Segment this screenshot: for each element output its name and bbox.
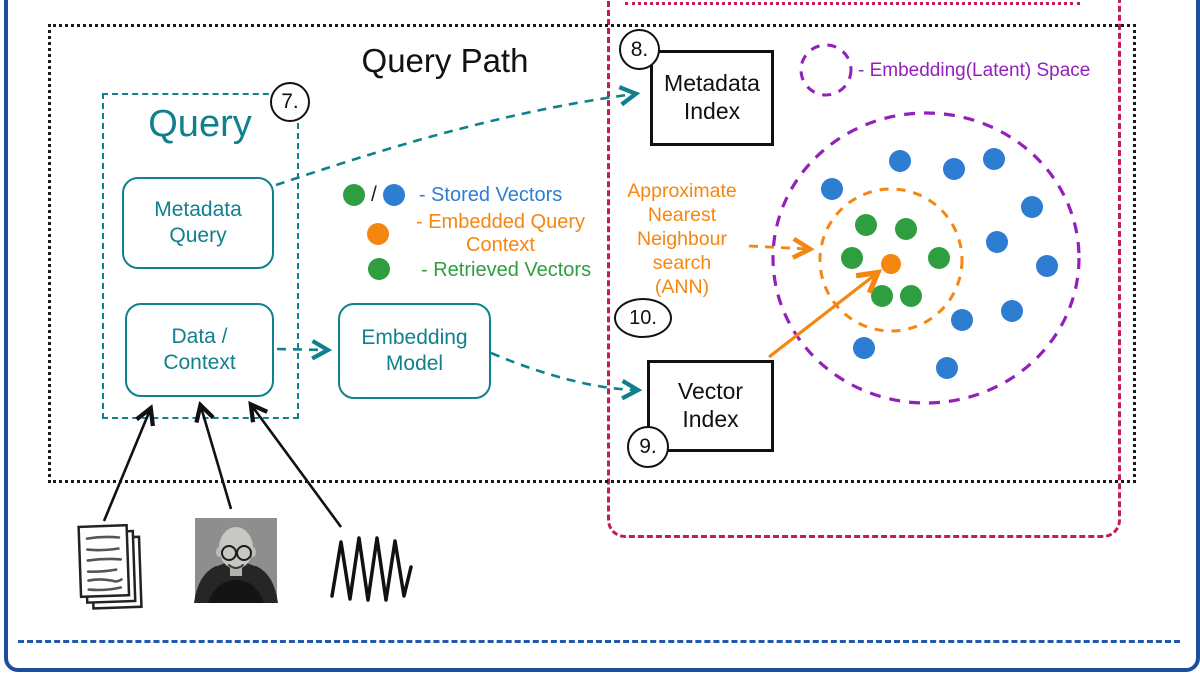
legend-retrieved-vectors-label: - Retrieved Vectors — [421, 259, 592, 281]
legend-separator: / — [371, 183, 377, 206]
legend-stored-vectors-row: / - Stored Vectors — [343, 183, 562, 207]
embedding-space-legend-label: - Embedding(Latent) Space — [858, 60, 1091, 81]
outer-blue-frame — [4, 0, 1200, 672]
metadata-index-box: Metadata Index — [650, 50, 774, 146]
blue-dot-icon — [382, 184, 405, 206]
ann-line: search — [652, 252, 712, 274]
ann-line: Neighbour — [637, 228, 727, 250]
data-context-box: Data / Context — [125, 303, 274, 397]
step-9-badge: 9. — [627, 426, 669, 468]
vector-index-label-line2: Index — [682, 406, 739, 432]
metadata-index-label-line1: Metadata — [664, 70, 760, 97]
vector-index-label-line1: Vector — [677, 378, 744, 405]
legend-embedded-query-label: - Embedded Query Context — [413, 211, 588, 257]
data-context-label-line2: Context — [163, 351, 236, 374]
legend-stored-vectors-label: - Stored Vectors — [418, 183, 563, 206]
orange-dot-icon — [367, 223, 389, 245]
query-path-title: Query Path — [361, 42, 529, 79]
vector-index-box: Vector Index — [647, 360, 774, 452]
ann-line: (ANN) — [654, 276, 710, 298]
bottom-divider-line — [18, 640, 1180, 643]
embedding-model-label-line2: Model — [385, 352, 444, 375]
ann-line: Approximate — [627, 180, 737, 202]
legend-embedded-query-line2: Context — [466, 234, 535, 256]
step-10-badge: 10. — [614, 298, 672, 338]
query-group-title: Query — [148, 103, 252, 145]
query-path-box — [48, 24, 1136, 483]
embedding-model-box: Embedding Model — [338, 303, 491, 399]
metadata-query-label-line1: Metadata — [154, 197, 242, 221]
green-dot-icon — [343, 184, 365, 206]
step-7-badge: 7. — [270, 82, 310, 122]
green-dot-icon — [368, 258, 390, 280]
legend-embedded-query-line1: - Embedded Query — [416, 211, 585, 233]
ann-line: Nearest — [647, 204, 717, 226]
metadata-query-box: Metadata Query — [122, 177, 274, 269]
metadata-index-label-line2: Index — [683, 98, 741, 124]
embedding-model-label-line1: Embedding — [361, 325, 468, 349]
indexing-path-box-edge — [625, 2, 1080, 5]
ann-search-label: Approximate Nearest Neighbour search (AN… — [608, 179, 756, 299]
data-context-label-line1: Data / — [171, 324, 228, 348]
metadata-query-label-line2: Query — [169, 224, 227, 247]
database-dashed-box — [607, 0, 1121, 538]
step-8-badge: 8. — [619, 29, 660, 70]
